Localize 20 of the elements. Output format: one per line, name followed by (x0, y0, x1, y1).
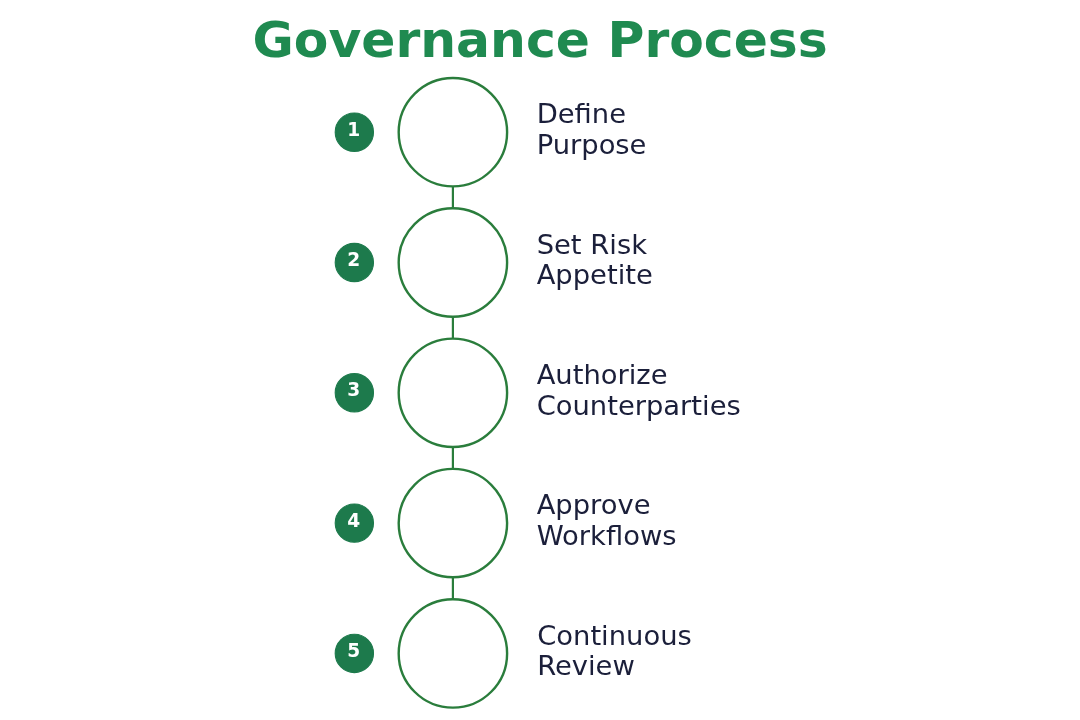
connector (451, 185, 454, 208)
connector (451, 446, 454, 469)
node-label: Set Risk Appetite (536, 228, 653, 290)
connector (451, 576, 454, 599)
node-circle: 2 (334, 242, 374, 282)
node-circle: 3 (334, 372, 374, 413)
node-circle (397, 597, 508, 709)
node-label: Authorize Counterparties (536, 358, 741, 421)
node-label: Approve Workflows (536, 488, 677, 551)
node-circle: 5 (334, 633, 374, 673)
connector (451, 316, 454, 339)
node-circle (397, 467, 508, 578)
diagram-title: Governance Process (252, 9, 828, 69)
node-circle (397, 76, 508, 188)
node-circle (397, 206, 508, 318)
node-label: Define Purpose (536, 97, 646, 160)
node-label: Continuous Review (536, 619, 692, 681)
node-circle: 4 (334, 502, 374, 543)
node-circle: 1 (334, 112, 374, 152)
node-circle (397, 336, 508, 448)
